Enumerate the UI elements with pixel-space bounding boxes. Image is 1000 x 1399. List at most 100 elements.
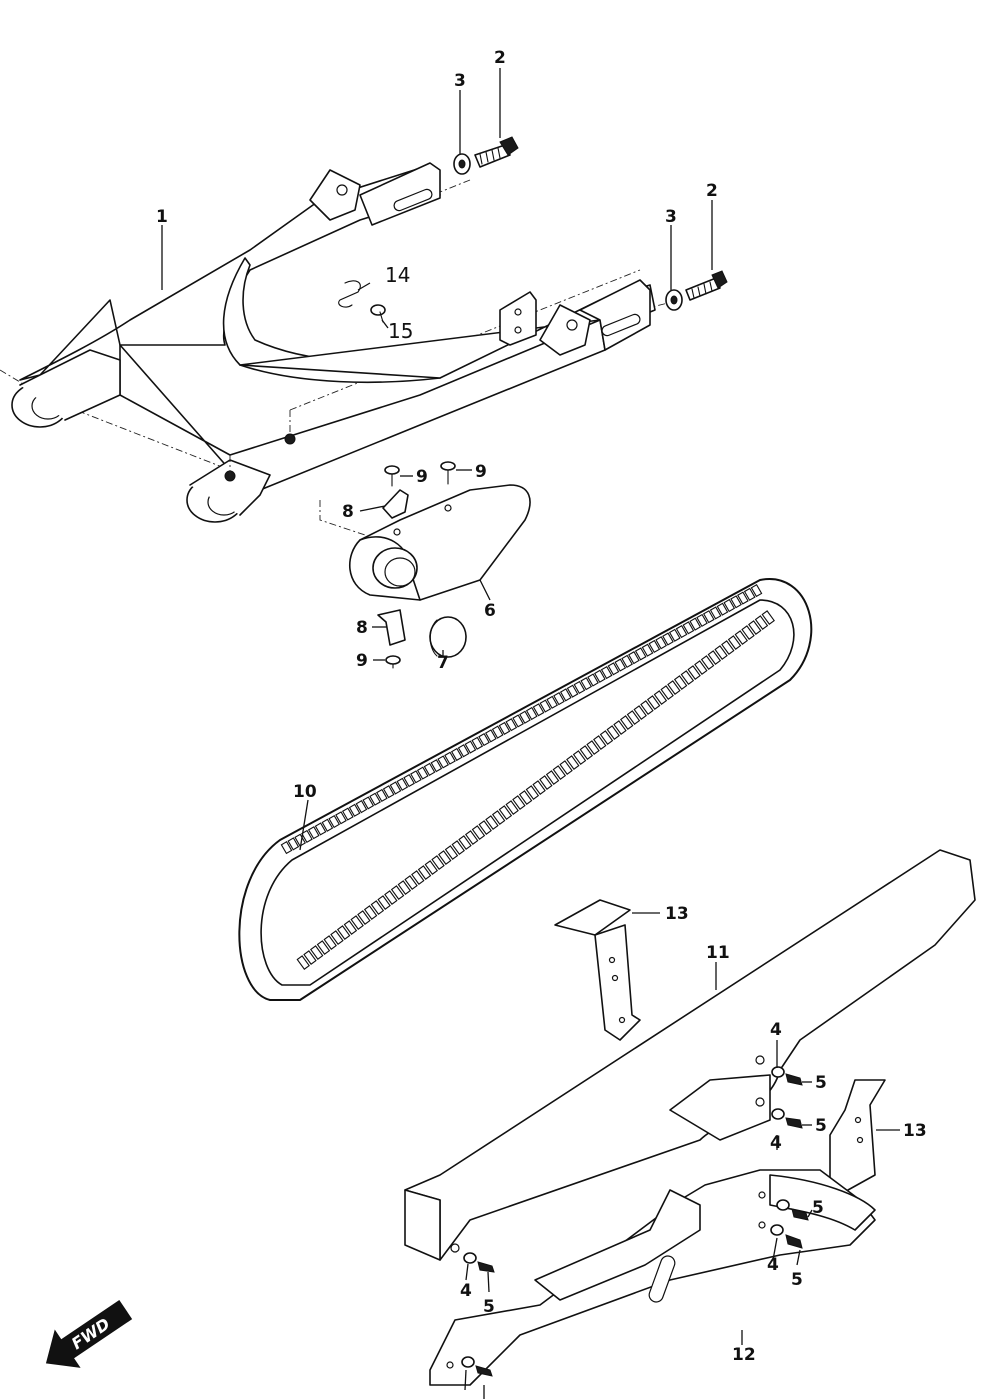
belt-tooth	[471, 825, 486, 840]
belt-tooth	[498, 805, 513, 820]
belt-tooth	[384, 890, 398, 905]
belt-tooth	[403, 773, 415, 788]
callout-5: 5	[812, 1198, 824, 1218]
belt-tooth	[323, 935, 337, 950]
callout-15: 15	[388, 319, 413, 343]
belt-tooth	[330, 930, 344, 945]
belt-tooth	[303, 950, 317, 965]
belt-tooth	[457, 744, 470, 758]
belt-tooth	[586, 740, 600, 755]
belt-tooth	[750, 584, 763, 598]
belt-tooth	[350, 915, 364, 930]
belt-tooth	[600, 665, 613, 680]
belt-tooth	[519, 710, 531, 724]
belt-tooth	[539, 699, 552, 713]
callout-10: 10	[293, 782, 317, 802]
belt-tooth	[633, 705, 647, 720]
belt-tooth	[696, 613, 708, 627]
belt-tooth	[478, 733, 490, 747]
belt-tooth	[559, 760, 573, 775]
belt-tooth	[417, 865, 432, 880]
screw-upper-b	[440, 461, 456, 485]
belt-tooth	[512, 714, 524, 728]
callout-9: 9	[356, 651, 368, 671]
belt-tooth	[748, 620, 762, 635]
belt-tooth	[668, 628, 681, 642]
wire-clip	[338, 280, 361, 308]
belt-tooth	[655, 636, 667, 650]
belt-tooth	[370, 900, 385, 915]
belt-tooth	[348, 803, 361, 817]
washer-lower	[665, 289, 683, 311]
belt-tooth	[573, 680, 586, 695]
belt-tooth	[546, 695, 559, 709]
belt-tooth	[660, 685, 674, 700]
belt-tooth	[307, 826, 320, 840]
callout-9: 9	[475, 462, 487, 482]
callout-8: 8	[342, 502, 354, 522]
belt-tooth	[754, 615, 769, 630]
belt-tooth	[572, 750, 587, 765]
belt-tooth	[707, 650, 722, 665]
belt-tooth	[518, 790, 533, 805]
belt-tooth	[397, 880, 412, 895]
belt-tooth	[694, 660, 708, 675]
callout-2: 2	[706, 181, 718, 201]
bracket-lower	[377, 609, 406, 646]
callout-3: 3	[665, 207, 677, 227]
belt-tooth	[734, 630, 749, 645]
belt-tooth	[714, 645, 728, 660]
belt-tooth	[341, 807, 354, 821]
belt-tooth	[709, 606, 722, 620]
belt-tooth	[559, 688, 572, 702]
belt-tooth	[634, 647, 647, 661]
callout-11: 11	[706, 943, 730, 963]
callout-6: 6	[484, 601, 496, 621]
belt-tooth	[700, 655, 715, 670]
belt-tooth	[464, 740, 477, 754]
swing-arm	[0, 162, 681, 523]
belt-tooth	[553, 692, 565, 706]
belt-tooth	[599, 730, 614, 745]
belt-tooth	[296, 955, 310, 970]
belt-tooth	[451, 840, 465, 855]
belt-tooth	[545, 770, 560, 785]
belt-tooth	[646, 695, 661, 710]
belt-tooth	[505, 800, 519, 815]
screw-lower	[385, 655, 401, 669]
belt-tooth	[593, 735, 607, 750]
belt-tooth	[525, 785, 540, 800]
axle-bolt-upper	[474, 136, 519, 168]
callout-5: 5	[791, 1270, 803, 1290]
belt-tooth	[566, 755, 580, 770]
belt-tooth	[294, 833, 306, 847]
callout-12: 12	[732, 1345, 756, 1365]
callout-13: 13	[665, 904, 689, 924]
belt-tooth	[280, 841, 293, 855]
belt-tooth	[328, 814, 341, 829]
callout-7: 7	[437, 653, 449, 673]
callout-5: 5	[815, 1073, 827, 1093]
belt-tooth	[314, 822, 327, 836]
belt-tooth	[505, 718, 518, 732]
belt-tooth	[580, 677, 593, 691]
callout-3: 3	[454, 71, 466, 91]
belt-tooth	[363, 905, 378, 920]
belt-tooth	[484, 729, 497, 743]
callout-1: 1	[156, 207, 168, 227]
belt-tooth	[444, 845, 459, 860]
callout-5: 5	[815, 1116, 827, 1136]
belt-tooth	[606, 725, 620, 740]
belt-tooth	[579, 745, 594, 760]
belt-tooth	[607, 662, 620, 676]
belt-tooth	[525, 706, 538, 721]
callout-4: 4	[767, 1255, 779, 1275]
belt-tooth	[491, 810, 506, 825]
belt-tooth	[478, 820, 492, 835]
belt-tooth	[450, 747, 463, 762]
washer-upper	[453, 153, 471, 175]
belt-tooth	[621, 654, 633, 668]
belt-tooth	[362, 796, 375, 810]
belt-tooth	[702, 610, 715, 624]
